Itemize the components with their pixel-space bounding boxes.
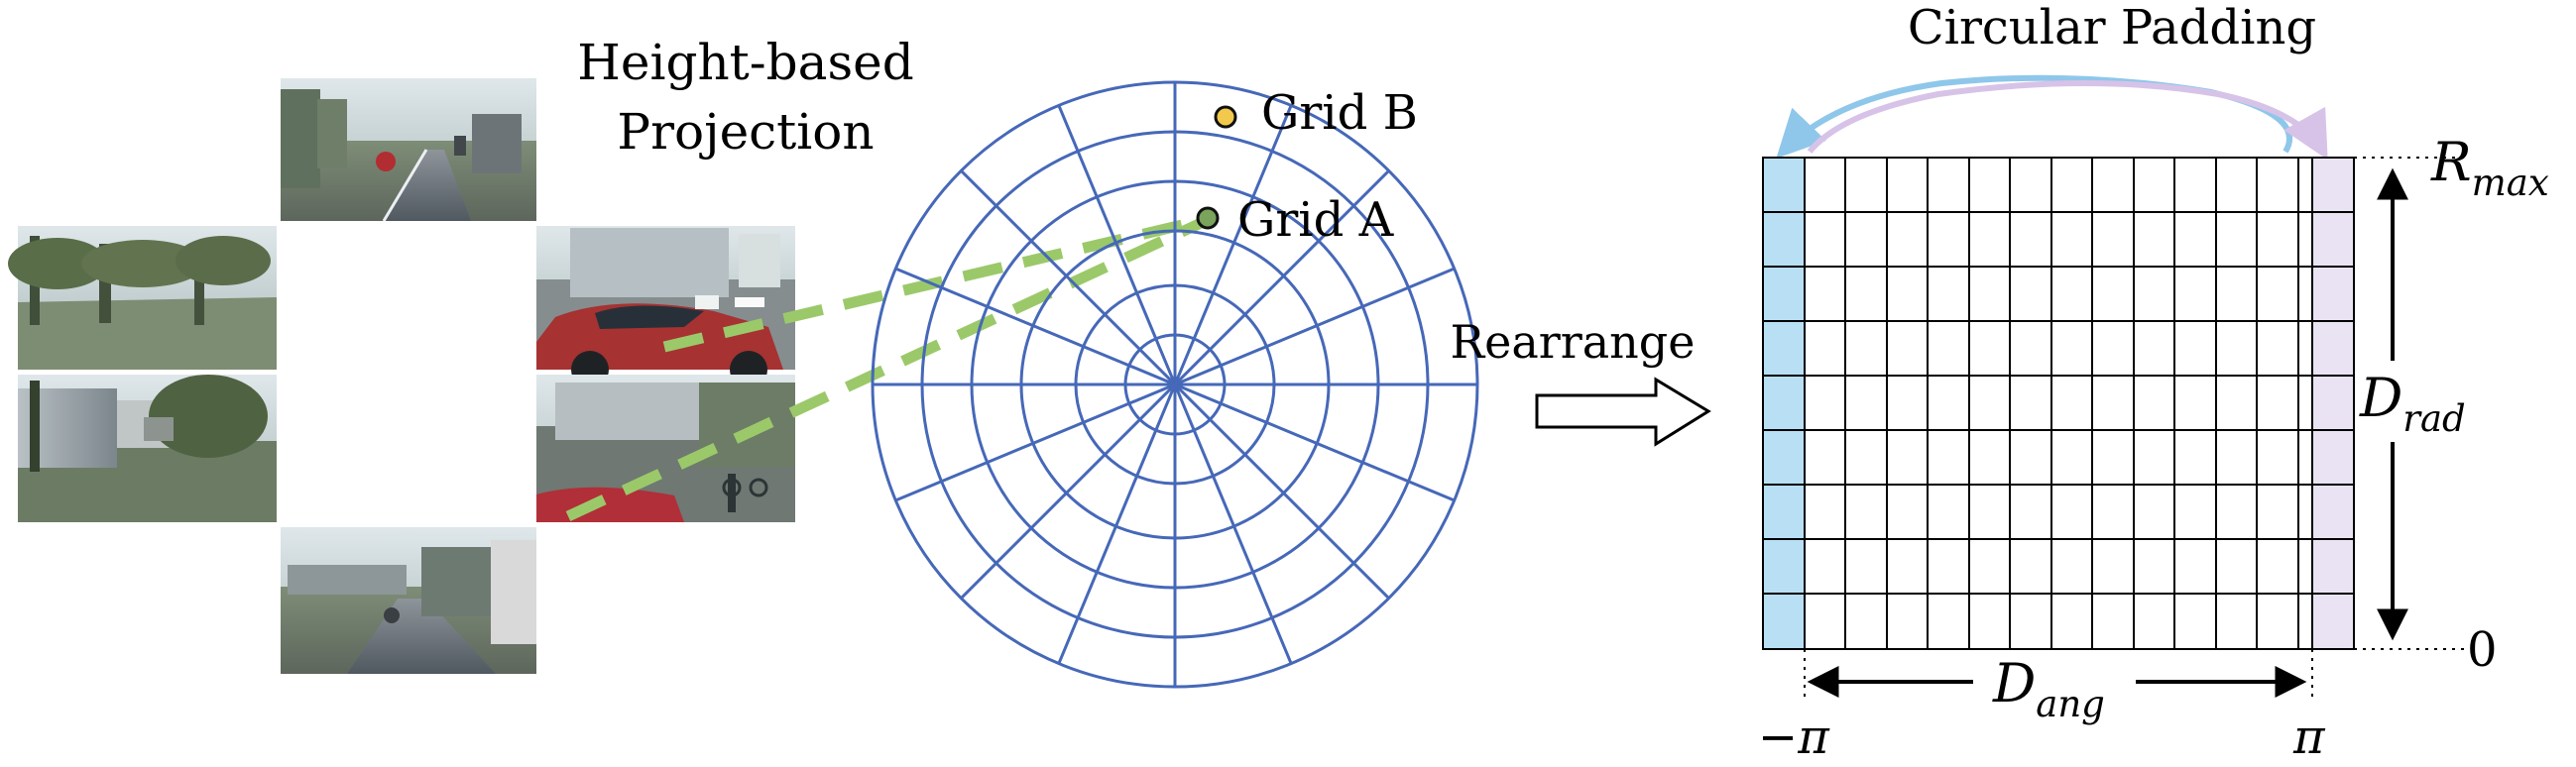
camera-image-right-rear	[536, 375, 795, 522]
rearrange-arrow	[1535, 377, 1711, 447]
rectangular-grid	[1762, 157, 2464, 698]
grid-b-point	[1214, 105, 1237, 129]
pi-label: π	[2292, 710, 2326, 765]
left-title-line-1: Height-based	[577, 34, 913, 91]
circular-padding-arc-blue	[1776, 74, 2293, 159]
camera-image-right-front	[536, 226, 795, 388]
d-ang-label: Dang	[1992, 652, 2105, 725]
rearrange-label: Rearrange	[1451, 315, 1696, 369]
negative-pi-label: −π	[1758, 710, 1830, 765]
camera-image-back	[281, 527, 536, 674]
camera-image-front	[281, 78, 536, 222]
grid-a-point	[1196, 206, 1220, 230]
camera-image-left-rear	[18, 375, 277, 522]
circular-padding-label: Circular Padding	[1908, 0, 2316, 55]
circular-padding-arc-purple	[1807, 80, 2328, 161]
projection-ray-bottom	[565, 213, 1215, 521]
d-rad-label: Drad	[2359, 367, 2466, 440]
grid-a-label: Grid A	[1237, 192, 1395, 248]
zero-label: 0	[2467, 622, 2498, 678]
r-max-label: Rmax	[2430, 131, 2549, 204]
camera-image-left-front	[8, 226, 277, 370]
left-title-line-2: Projection	[617, 103, 874, 161]
camera-images	[8, 78, 1215, 674]
grid-b-label: Grid B	[1261, 85, 1418, 141]
polar-grid	[871, 80, 1479, 689]
